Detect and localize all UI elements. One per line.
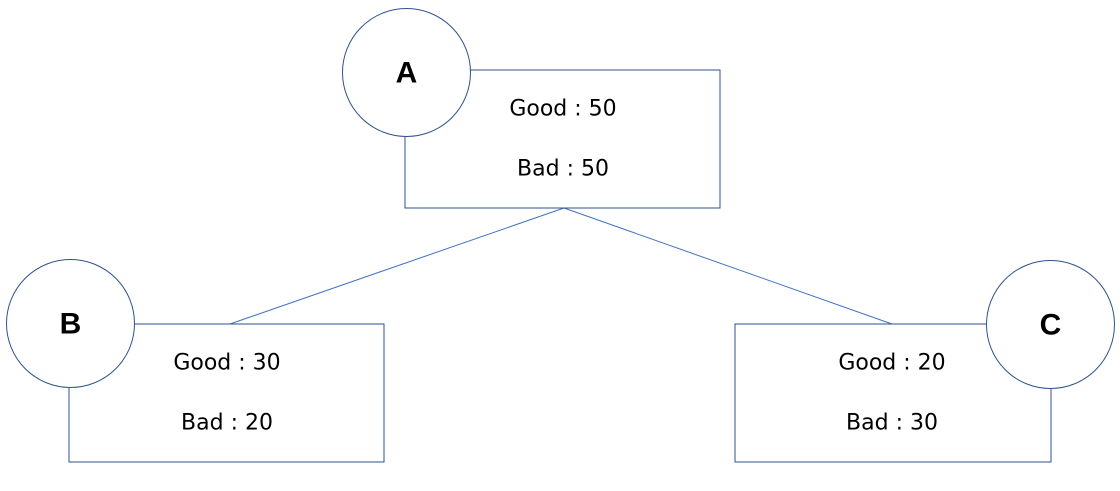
node-c: C Good : 20 Bad : 30 xyxy=(734,260,1115,463)
node-b-circle xyxy=(6,259,135,388)
node-b-good: Good : 30 xyxy=(173,351,280,376)
node-a-label: A xyxy=(396,57,418,90)
edge-a-to-c xyxy=(563,207,893,325)
node-a-circle xyxy=(342,8,471,137)
node-c-circle xyxy=(986,260,1115,389)
node-b-box xyxy=(68,323,385,463)
node-b-bad: Bad : 20 xyxy=(181,411,273,436)
node-c-bad: Bad : 30 xyxy=(846,411,938,436)
node-c-label: C xyxy=(1040,309,1062,342)
node-a-bad: Bad : 50 xyxy=(517,157,609,182)
node-b-label: B xyxy=(60,308,82,341)
edge-a-to-b xyxy=(229,207,565,325)
node-b: B Good : 30 Bad : 20 xyxy=(6,259,385,463)
node-a-good: Good : 50 xyxy=(509,97,616,122)
node-a: A Good : 50 Bad : 50 xyxy=(342,8,721,209)
node-c-good: Good : 20 xyxy=(838,351,945,376)
